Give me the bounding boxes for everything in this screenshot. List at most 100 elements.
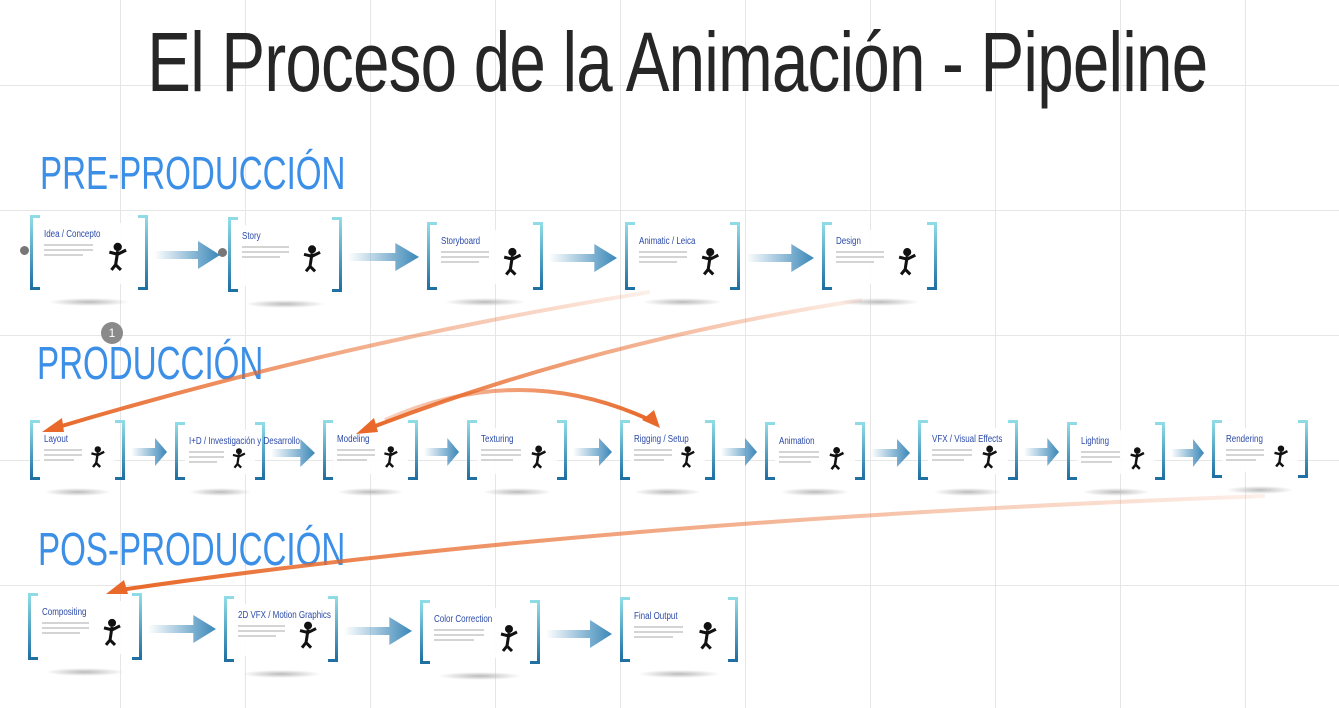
arrowhead-icon (42, 418, 64, 432)
bracket-right (1008, 420, 1018, 480)
step-arrow-icon (1171, 439, 1204, 467)
step-card[interactable]: Color Correction (420, 600, 540, 680)
camera-operator-icon (1273, 445, 1288, 468)
bracket-right (138, 215, 148, 290)
arrowhead-icon (356, 418, 378, 434)
step-arrow-icon (131, 438, 167, 466)
step-card[interactable]: Animatic / Leica (625, 222, 740, 306)
link-arrow-animatic-layout (54, 290, 651, 430)
link-arrow-modeling-rigging (384, 388, 651, 422)
workstation-icon (500, 625, 518, 652)
step-arrow-icon (344, 617, 412, 645)
bracket-right (1155, 422, 1165, 480)
step-title: Idea / Concepto (44, 229, 101, 240)
bracket-left (175, 422, 185, 480)
crowd-icon (303, 245, 321, 273)
step-badge[interactable]: 1 (101, 322, 123, 344)
bracket-right (132, 593, 142, 660)
bracket-right (1298, 420, 1308, 478)
step-card[interactable]: I+D / Investigación y Desarrollo (175, 422, 300, 496)
figure-icon (91, 446, 105, 468)
workstation-icon (299, 621, 317, 649)
step-card[interactable]: Design (822, 222, 937, 306)
step-arrow-icon (271, 439, 315, 467)
step-card[interactable]: Story (228, 217, 342, 308)
camera-operator-icon (1130, 447, 1145, 470)
step-title: Animation (779, 436, 815, 447)
sculptor-icon (384, 446, 398, 468)
bracket-right (255, 422, 265, 480)
bracket-left (620, 420, 630, 480)
bracket-right (557, 420, 567, 480)
page-title: El Proceso de la Animación - Pipeline (147, 15, 1208, 109)
nav-dot-icon[interactable] (218, 248, 227, 257)
bracket-right (530, 600, 540, 664)
step-title: Final Output (634, 611, 678, 622)
puppet-icon (681, 446, 695, 468)
bracket-right (328, 596, 338, 662)
step-card[interactable]: Rendering (1212, 420, 1308, 494)
step-card[interactable]: Layout (30, 420, 125, 496)
step-card[interactable]: Final Output (620, 597, 738, 678)
step-card[interactable]: Texturing (467, 420, 567, 496)
rabbit-icon (829, 446, 845, 471)
step-arrow-icon (1024, 438, 1059, 466)
step-card[interactable]: 2D VFX / Motion Graphics (224, 596, 338, 678)
bracket-right (408, 420, 418, 480)
step-card[interactable]: VFX / Visual Effects (918, 420, 1018, 496)
step-title: Texturing (481, 434, 514, 445)
bracket-left (822, 222, 832, 290)
film-frame-icon (698, 622, 717, 650)
step-card[interactable]: Rigging / Setup (620, 420, 715, 496)
bracket-left (625, 222, 635, 290)
step-card[interactable]: Idea / Concepto (30, 215, 148, 306)
bracket-left (765, 422, 775, 480)
bracket-right (855, 422, 865, 480)
step-arrow-icon (546, 620, 612, 648)
step-title: Story (242, 231, 261, 242)
bed-figure-icon (108, 242, 127, 272)
bracket-left (30, 215, 40, 290)
step-arrow-icon (746, 244, 814, 272)
step-title: Modeling (337, 434, 370, 445)
link-arrow-design-modeling (369, 298, 863, 430)
presentation-icon (701, 248, 719, 276)
bracket-right (927, 222, 937, 290)
link-arrow-rendering-compositing (119, 494, 1266, 592)
step-title: Rigging / Setup (634, 434, 689, 445)
arrowhead-icon (642, 410, 660, 428)
step-card[interactable]: Modeling (323, 420, 418, 496)
fire-icon (982, 445, 998, 469)
step-title: Lighting (1081, 436, 1110, 447)
step-title: Rendering (1226, 434, 1263, 445)
bracket-right (730, 222, 740, 290)
step-card[interactable]: Lighting (1067, 422, 1165, 496)
step-title: Layout (44, 434, 69, 445)
storyboard-icon (504, 247, 522, 276)
bracket-left (1212, 420, 1222, 478)
workstation-icon (103, 618, 121, 646)
bracket-left (228, 217, 238, 292)
step-title: Storyboard (441, 236, 481, 247)
step-title: Compositing (42, 607, 87, 618)
bracket-left (224, 596, 234, 662)
step-title: Animatic / Leica (639, 236, 696, 247)
step-arrow-icon (549, 244, 617, 272)
step-card[interactable]: Storyboard (427, 222, 543, 306)
bracket-left (420, 600, 430, 664)
step-title: 2D VFX / Motion Graphics (238, 610, 331, 621)
painter-icon (531, 445, 547, 469)
step-arrow-icon (148, 614, 216, 643)
step-card[interactable]: Animation (765, 422, 865, 496)
step-card[interactable]: Compositing (28, 593, 142, 676)
step-arrow-icon (348, 242, 419, 271)
bracket-right (728, 597, 738, 662)
designers-icon (898, 248, 916, 276)
figure-icon (232, 448, 246, 469)
nav-dot-icon[interactable] (20, 246, 29, 255)
step-title: Color Correction (434, 614, 493, 625)
bracket-left (918, 420, 928, 480)
bracket-right (533, 222, 543, 290)
bracket-left (427, 222, 437, 290)
